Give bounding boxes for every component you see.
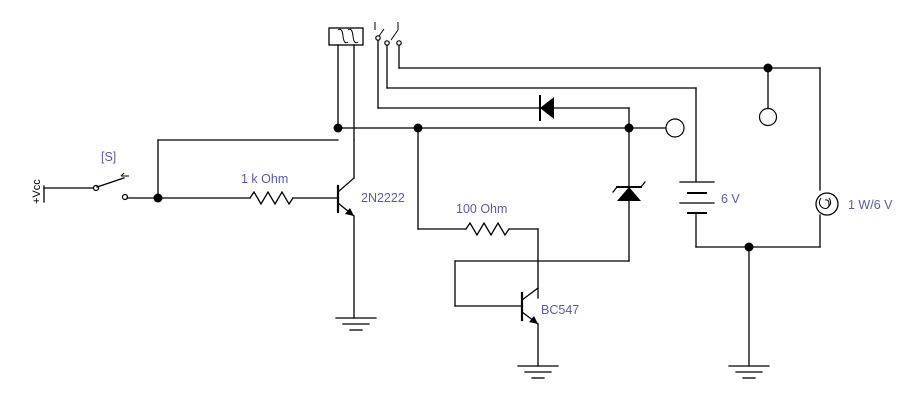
switch-icon[interactable]: [S] xyxy=(92,150,130,201)
lamp-label: 1 W/6 V xyxy=(848,198,893,212)
diode-icon xyxy=(539,95,554,121)
resistor-1k-label: 1 k Ohm xyxy=(241,172,288,186)
lamp-icon xyxy=(815,192,839,216)
terminal-right xyxy=(758,107,778,127)
ground-icon xyxy=(517,365,559,379)
switch-label: [S] xyxy=(101,150,116,164)
relay-coil-icon xyxy=(328,27,364,141)
resistor-100-label: 100 Ohm xyxy=(456,202,507,216)
terminal-out xyxy=(665,118,685,138)
resistor-1k-icon xyxy=(249,190,294,206)
battery-label: 6 V xyxy=(721,192,740,206)
vcc-label: +Vcc xyxy=(31,179,43,204)
relay-contacts-icon xyxy=(374,22,402,109)
q2-label: BC547 xyxy=(541,303,579,317)
battery-icon xyxy=(679,181,715,214)
npn-transistor-bc547-icon xyxy=(520,287,539,367)
vcc-terminal: +Vcc xyxy=(31,179,97,204)
junction-relay xyxy=(333,123,343,133)
ground-icon xyxy=(335,317,377,331)
q1-label: 2N2222 xyxy=(361,191,405,205)
ground-icon xyxy=(728,365,770,379)
resistor-100-icon xyxy=(465,221,510,237)
zener-diode-icon xyxy=(612,181,646,201)
npn-transistor-2n2222-icon xyxy=(336,139,355,319)
